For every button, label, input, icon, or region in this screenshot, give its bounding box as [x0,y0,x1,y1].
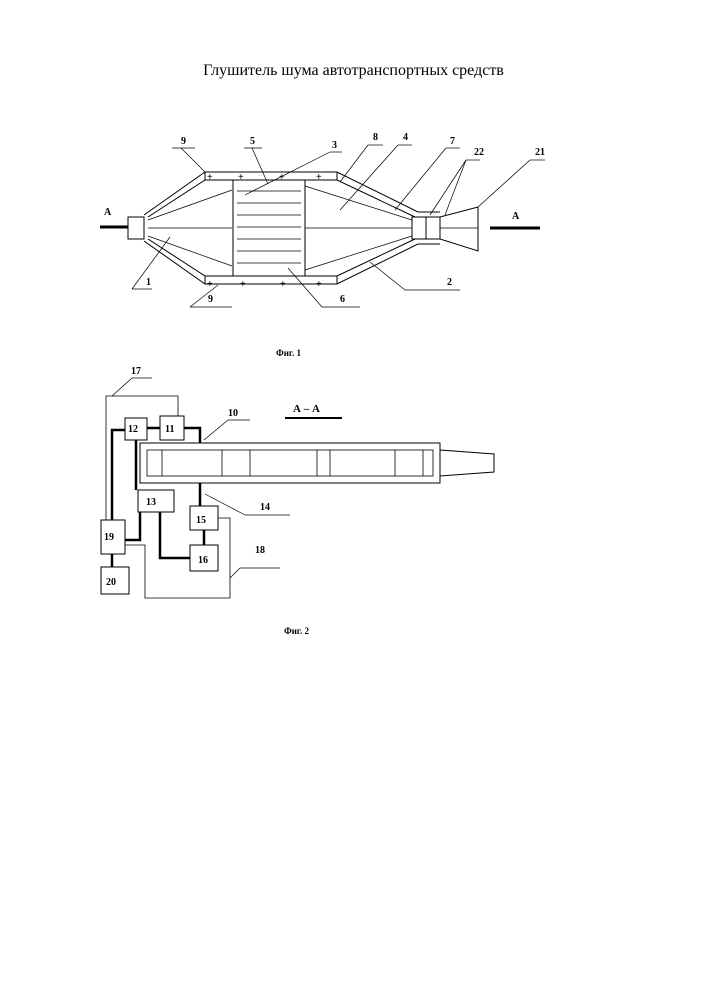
housing-top-outer [144,172,440,215]
label-4: 4 [403,132,408,143]
svg-text:+: + [316,172,322,183]
section-title-a-a: А – А [293,403,320,415]
label-15: 15 [196,515,206,526]
label-17: 17 [131,366,141,377]
filter-block [233,180,305,276]
label-3: 3 [332,140,337,151]
label-20: 20 [106,577,116,588]
label-9-bottom: 9 [208,294,213,305]
label-13: 13 [146,497,156,508]
housing-bottom-outer [144,241,440,284]
outlet-pipe [412,217,426,239]
svg-text:+: + [280,279,286,290]
label-8: 8 [373,132,378,143]
svg-text:+: + [207,172,213,183]
label-14: 14 [260,502,270,513]
label-11: 11 [165,424,174,435]
label-2: 2 [447,277,452,288]
inlet-box [128,217,144,239]
label-1: 1 [146,277,151,288]
label-12: 12 [128,424,138,435]
section-mark-in: А [104,207,112,218]
label-7: 7 [450,136,455,147]
block-13 [138,490,174,512]
svg-text:+: + [238,172,244,183]
label-5: 5 [250,136,255,147]
label-21: 21 [535,147,545,158]
label-16: 16 [198,555,208,566]
label-19: 19 [104,532,114,543]
figure-1 [100,145,545,307]
housing-top-inner [148,180,415,217]
svg-text:+: + [240,279,246,290]
label-22: 22 [474,147,484,158]
housing-bottom-inner [148,239,415,276]
section-mark-out: А [512,211,520,222]
label-18: 18 [255,545,265,556]
label-6: 6 [340,294,345,305]
label-10: 10 [228,408,238,419]
svg-text:+: + [279,172,285,183]
svg-text:+: + [207,279,213,290]
figure-2-caption: Фиг. 2 [284,626,309,636]
pipe-tail-cone [440,450,494,476]
label-9-top: 9 [181,136,186,147]
svg-text:+: + [316,279,322,290]
figure-1-caption: Фиг. 1 [276,348,301,358]
